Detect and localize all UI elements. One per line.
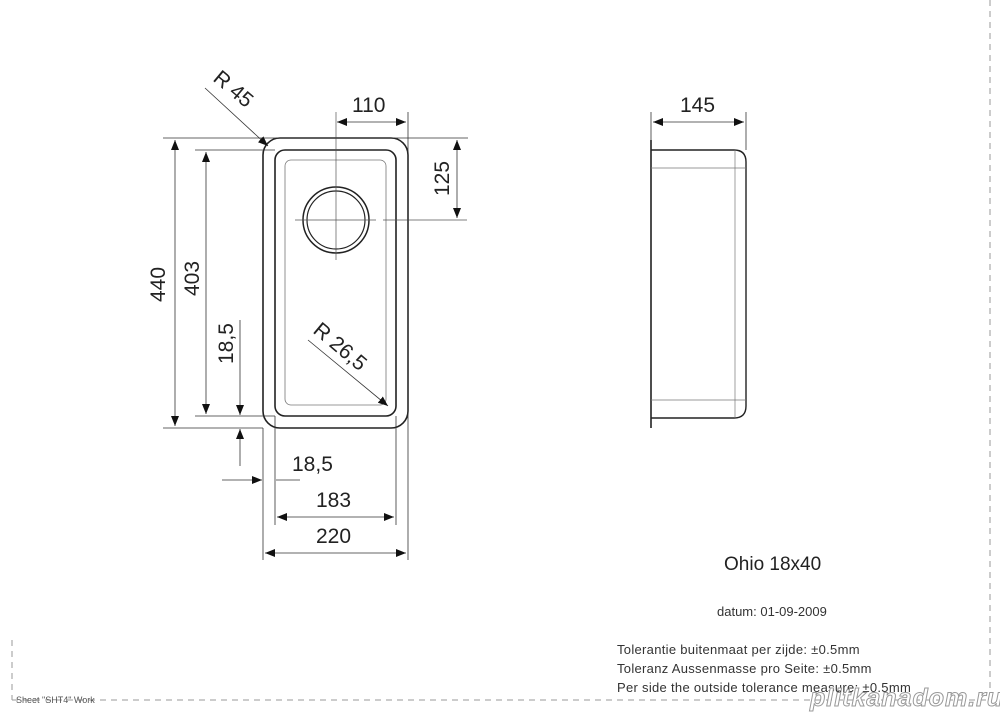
label-403: 403 xyxy=(181,261,204,296)
sink-bowl-bottom xyxy=(284,159,387,406)
watermark: plitkanadom.ru xyxy=(809,684,1000,713)
tolerance-nl: Tolerantie buitenmaat per zijde: ±0.5mm xyxy=(617,642,860,657)
sheet-label: Sheet "SHT4" Work xyxy=(16,695,95,705)
label-183: 183 xyxy=(316,489,351,512)
sink-bowl-edge xyxy=(274,149,397,417)
tolerance-de: Toleranz Aussenmasse pro Seite: ±0.5mm xyxy=(617,661,872,676)
dimension-lines xyxy=(163,87,747,560)
label-145: 145 xyxy=(680,94,715,117)
sink-top-view xyxy=(262,112,467,429)
leader-r26-5 xyxy=(307,339,389,407)
label-220: 220 xyxy=(316,525,351,548)
label-440: 440 xyxy=(147,267,170,302)
label-125: 125 xyxy=(431,161,454,196)
label-r45: R 45 xyxy=(209,66,258,112)
sheet-frame xyxy=(11,0,991,701)
sink-side-view xyxy=(650,140,747,428)
label-18-5-vertical: 18,5 xyxy=(215,323,238,364)
tolerance-en: Per side the outside tolerance measure: … xyxy=(617,680,912,695)
label-r26-5: R 26,5 xyxy=(309,318,371,375)
model-title: Ohio 18x40 xyxy=(724,554,822,575)
center-lines xyxy=(295,112,467,260)
leader-r45 xyxy=(204,87,269,147)
label-110: 110 xyxy=(352,94,385,117)
date-label: datum: 01-09-2009 xyxy=(717,604,827,619)
side-bowl xyxy=(651,149,747,419)
label-18-5-horizontal: 18,5 xyxy=(292,453,333,476)
